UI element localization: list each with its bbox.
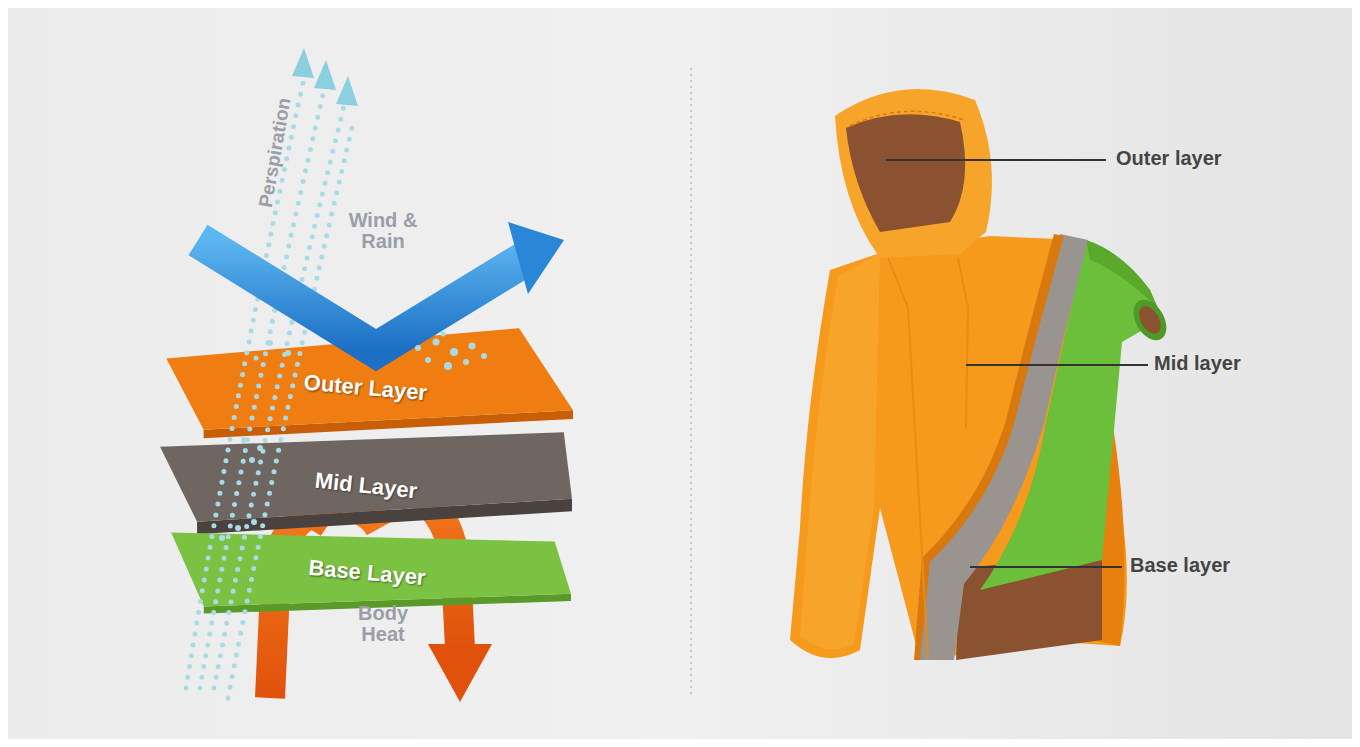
canvas: Outer LayerMid LayerBase Layer [8,8,1352,739]
callout-label: Base layer [1130,555,1280,576]
wind-arrow [198,240,533,350]
mid-layer-slab: Mid Layer [160,426,572,530]
wind-rain-label: Wind & Rain [348,210,418,252]
body-heat-label: Body Heat [348,603,418,645]
perspiration-dots [186,78,352,698]
leader-line [966,364,1148,366]
rain-drops [219,332,487,542]
leader-line [970,566,1122,568]
wind-arrowhead [508,222,564,294]
base-layer-slab: Base Layer [163,520,571,610]
divider [690,68,692,698]
perspiration-label: Perspiration [256,97,295,209]
leader-line [886,159,1106,161]
heat-arrowhead [428,644,492,702]
callout-label: Outer layer [1116,148,1266,169]
callout-label: Mid layer [1154,353,1304,374]
jacket-illustration [790,89,1173,660]
perspiration-arrowheads [292,48,358,106]
front-illustration [8,8,1352,739]
